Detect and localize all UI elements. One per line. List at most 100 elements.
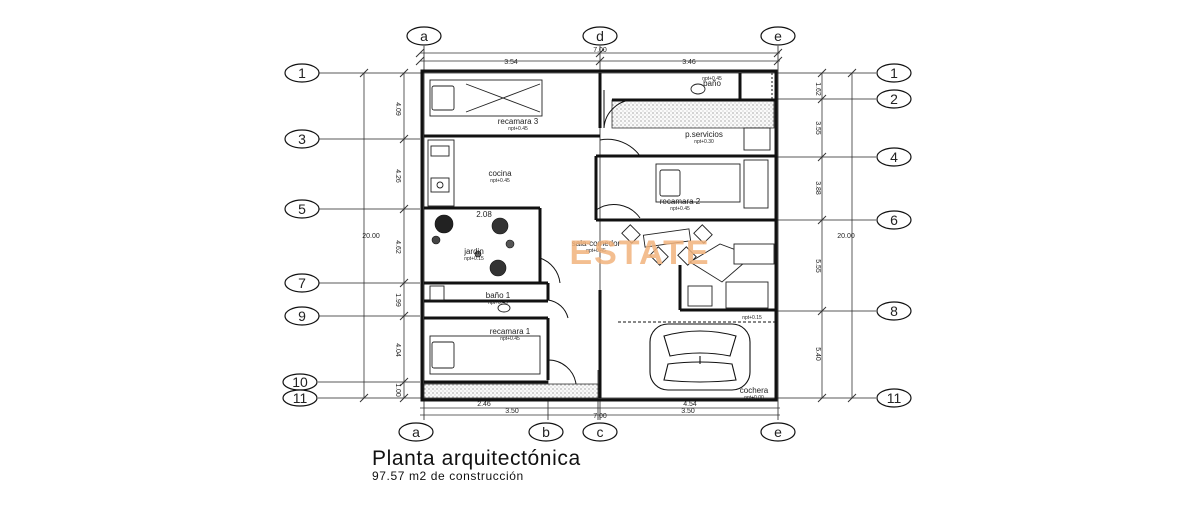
bed-recamara-1 (429, 335, 541, 375)
axis-label-bottom-b: b (542, 424, 550, 440)
plan-title: Planta arquitectónica (372, 447, 581, 470)
room-label-recamara-3: recamara 3 (498, 117, 539, 126)
axis-label-right-6: 6 (890, 212, 898, 228)
axis-bubble-top-d: d (582, 26, 618, 46)
axis-label-right-1: 1 (890, 65, 898, 81)
axis-label-bottom-c: c (597, 424, 604, 440)
dim-bottom-b: 3.50 (681, 408, 695, 415)
dim-bottom-total: 7.00 (593, 413, 607, 420)
axis-bubble-left-3: 3 (284, 129, 320, 149)
axis-label-top-a: a (420, 28, 428, 44)
axis-bubble-right-6: 6 (876, 210, 912, 230)
axis-label-bottom-e: e (774, 424, 782, 440)
patio-servicio-hatch (611, 99, 775, 129)
axis-bubble-bottom-c: c (582, 422, 618, 442)
axis-label-left-11: 11 (293, 390, 308, 406)
kitchen-counter (427, 139, 455, 207)
room-level-cochera: npt+0.00 (744, 395, 764, 401)
axis-bubble-bottom-b: b (528, 422, 564, 442)
room-label-recamara-1: recamara 1 (490, 327, 531, 336)
room-level-sala-comedor: npt+0.45 (586, 248, 606, 254)
dim-left-5: 4.04 (394, 343, 401, 357)
axis-bubble-left-5: 5 (284, 199, 320, 219)
living-room-furniture (621, 224, 775, 309)
dim-left-6: 1.00 (394, 383, 401, 397)
watermark: ESTATE (569, 234, 710, 272)
axis-bubble-left-7: 7 (284, 273, 320, 293)
dim-right-1: 1.62 (814, 82, 821, 96)
rear-patio-hatch (423, 383, 599, 399)
axis-label-left-7: 7 (298, 275, 306, 291)
axis-label-left-1: 1 (298, 65, 306, 81)
dim-left-total: 20.00 (362, 233, 380, 240)
room-label-p-servicios: p.servicios (685, 130, 723, 139)
axis-bubble-left-9: 9 (284, 306, 320, 326)
dim-garden-width: 2.08 (476, 210, 492, 219)
axis-label-right-2: 2 (890, 91, 898, 107)
axis-bubble-bottom-e: e (760, 422, 796, 442)
garden-plants (431, 214, 515, 277)
grid-axis-lines-horizontal (318, 72, 876, 399)
room-level-recamara-2: npt+0.45 (670, 206, 690, 212)
walls (420, 69, 778, 402)
dim-left-3: 4.62 (394, 240, 401, 254)
axis-label-top-e: e (774, 28, 782, 44)
dim-left-2: 4.26 (394, 169, 401, 183)
dim-left-1: 4.09 (394, 102, 401, 116)
bed-recamara-3 (429, 79, 543, 117)
axis-bubble-right-11: 11 (876, 388, 912, 408)
axis-label-right-4: 4 (890, 149, 898, 165)
axis-label-right-8: 8 (890, 303, 898, 319)
room-label-bano-1: baño 1 (486, 291, 511, 300)
dimension-lines (363, 52, 853, 416)
room-level-cocina: npt+0.45 (490, 178, 510, 184)
dim-top-right: 3.46 (682, 59, 696, 66)
axis-bubble-bottom-a: a (398, 422, 434, 442)
dim-bottom-left: 2.46 (477, 401, 491, 408)
room-label-cochera: cochera (740, 386, 769, 395)
axis-label-left-10: 10 (292, 374, 308, 390)
dim-bottom-right: 4.54 (683, 401, 697, 408)
room-label-bano-top: baño (703, 79, 721, 88)
wall-openings (539, 73, 776, 385)
dim-right-4: 5.55 (814, 259, 821, 273)
dim-left-4: 1.99 (394, 293, 401, 307)
axis-bubble-left-1: 1 (284, 63, 320, 83)
room-level-recamara-1: npt+0.45 (500, 336, 520, 342)
axis-bubble-right-2: 2 (876, 89, 912, 109)
axis-label-bottom-a: a (412, 424, 420, 440)
bathroom-fixtures (429, 83, 771, 313)
room-level-jardin: npt+0.15 (464, 256, 484, 262)
room-label-recamara-2: recamara 2 (660, 197, 701, 206)
axis-bubble-top-a: a (406, 26, 442, 46)
axis-bubble-top-e: e (760, 26, 796, 46)
axis-bubble-right-1: 1 (876, 63, 912, 83)
room-label-jardin: jardin (463, 247, 484, 256)
axis-bubble-right-4: 4 (876, 147, 912, 167)
axis-bubble-right-8: 8 (876, 301, 912, 321)
car-icon (649, 323, 751, 391)
room-level-bano-top: npt+0.45 (702, 76, 722, 82)
axis-bubble-left-11: 11 (282, 389, 318, 407)
bed-recamara-2 (655, 159, 769, 209)
room-level-bano-1: npt+0.45 (488, 300, 508, 306)
dimension-ticks (359, 48, 857, 403)
dim-right-5: 5.40 (814, 347, 821, 361)
room-label-cocina: cocina (488, 169, 512, 178)
dim-right-2: 3.55 (814, 121, 821, 135)
axis-label-right-11: 11 (887, 390, 902, 406)
dim-top-total: 7.00 (593, 47, 607, 54)
room-level-recamara-3: npt+0.45 (508, 126, 528, 132)
axis-bubble-left-10: 10 (282, 373, 318, 391)
axis-label-left-5: 5 (298, 201, 306, 217)
plan-subtitle: 97.57 m2 de construcción (372, 469, 524, 483)
dim-top-left: 3.54 (504, 59, 518, 66)
dim-right-3: 3.88 (814, 181, 821, 195)
dim-right-total: 20.00 (837, 233, 855, 240)
room-label-sala-comedor: sala-comedor (572, 239, 621, 248)
room-level-p-servicios: npt+0.30 (694, 139, 714, 145)
dim-bottom-a: 3.50 (505, 408, 519, 415)
axis-label-left-9: 9 (298, 308, 306, 324)
axis-label-left-3: 3 (298, 131, 306, 147)
